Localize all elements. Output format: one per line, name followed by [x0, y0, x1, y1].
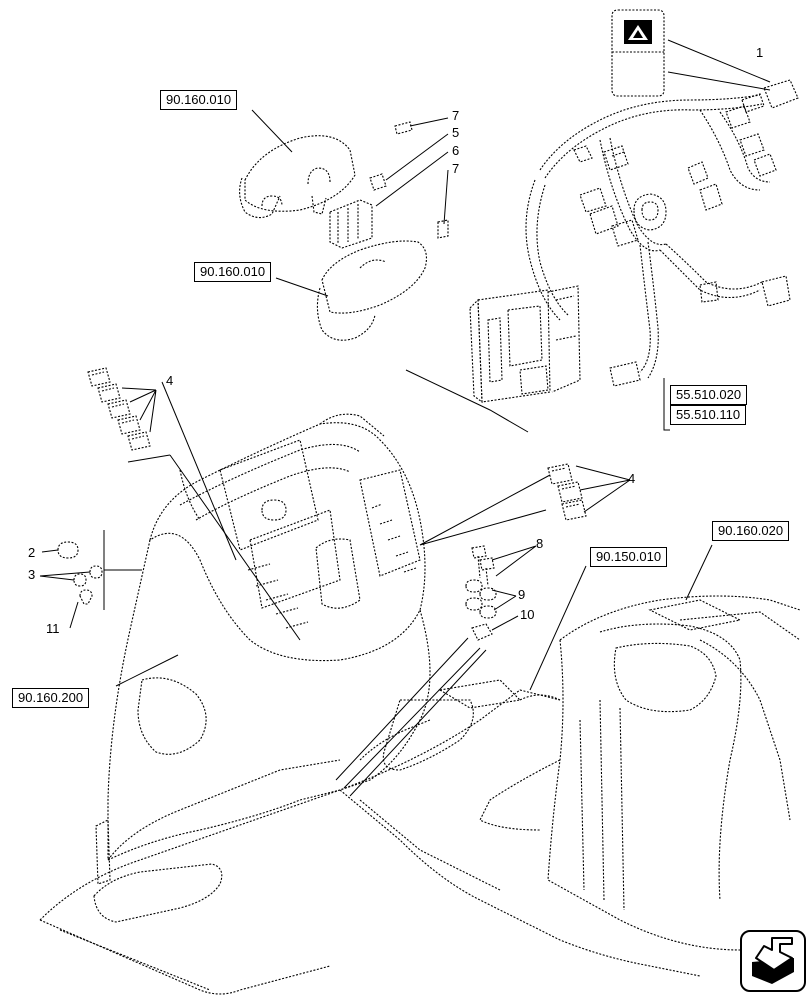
callout-4-upper: 4 — [166, 373, 174, 388]
callout-7-lower: 7 — [452, 161, 460, 176]
switch-assembly-parts — [329, 121, 449, 249]
wiring-harness — [525, 79, 799, 387]
reference-side-panel[interactable]: 90.160.020 — [712, 521, 790, 541]
upper-column-shroud — [239, 135, 356, 219]
callout-6: 6 — [452, 143, 460, 158]
floor-plate — [39, 679, 701, 995]
reference-floor[interactable]: 90.150.010 — [590, 547, 668, 567]
reference-dash-panel[interactable]: 90.160.200 — [12, 688, 90, 708]
callout-8: 8 — [536, 536, 544, 551]
callout-10: 10 — [520, 607, 535, 622]
small-plugs — [57, 541, 103, 605]
lower-column-shroud — [316, 240, 427, 341]
control-unit-bracket — [469, 285, 581, 404]
hazard-switch-detail — [611, 9, 665, 97]
fasteners — [465, 545, 497, 641]
callout-7-upper: 7 — [452, 108, 460, 123]
switch-covers-right — [547, 463, 587, 521]
callout-5: 5 — [452, 125, 460, 140]
callout-3: 3 — [28, 567, 36, 582]
callout-9: 9 — [518, 587, 526, 602]
reference-harness-primary[interactable]: 55.510.020 — [670, 385, 748, 405]
right-side-panel — [479, 595, 801, 951]
callout-4-right: 4 — [628, 471, 636, 486]
callout-11: 11 — [46, 621, 60, 636]
dashboard-console — [95, 413, 431, 885]
switch-covers-left — [87, 367, 151, 451]
callout-2: 2 — [28, 545, 36, 560]
next-page-arrow-icon[interactable] — [740, 930, 806, 992]
reference-upper-shroud[interactable]: 90.160.010 — [160, 90, 238, 110]
hazard-warning-switch-icon — [624, 20, 652, 44]
reference-lower-shroud[interactable]: 90.160.010 — [194, 262, 272, 282]
reference-harness-secondary[interactable]: 55.510.110 — [670, 405, 747, 425]
callout-1: 1 — [756, 45, 764, 60]
